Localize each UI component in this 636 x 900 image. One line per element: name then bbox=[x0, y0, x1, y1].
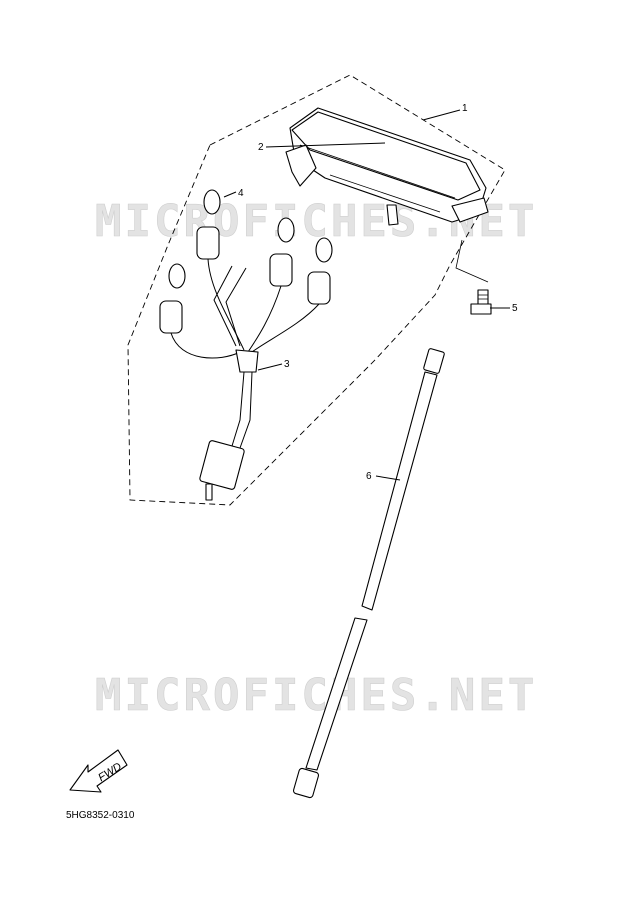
callout-2: 2 bbox=[258, 142, 264, 153]
speedometer-cable bbox=[292, 348, 445, 799]
wire-harness bbox=[170, 258, 320, 501]
callout-4: 4 bbox=[238, 188, 244, 199]
watermark-bottom: MICROFICHES.NET bbox=[95, 670, 537, 721]
callout-5: 5 bbox=[512, 303, 518, 314]
bulbs bbox=[168, 189, 333, 289]
callout-3: 3 bbox=[284, 359, 290, 370]
bulb-sockets bbox=[159, 226, 331, 334]
assembly-boundary bbox=[127, 74, 506, 506]
screw-part bbox=[470, 289, 492, 315]
meter-assembly bbox=[285, 107, 489, 226]
callout-1: 1 bbox=[462, 103, 468, 114]
fwd-arrow: FWD bbox=[69, 749, 128, 793]
drawing-code: 5HG8352-0310 bbox=[66, 810, 135, 821]
leader-lines bbox=[223, 109, 510, 481]
callout-6: 6 bbox=[366, 471, 372, 482]
